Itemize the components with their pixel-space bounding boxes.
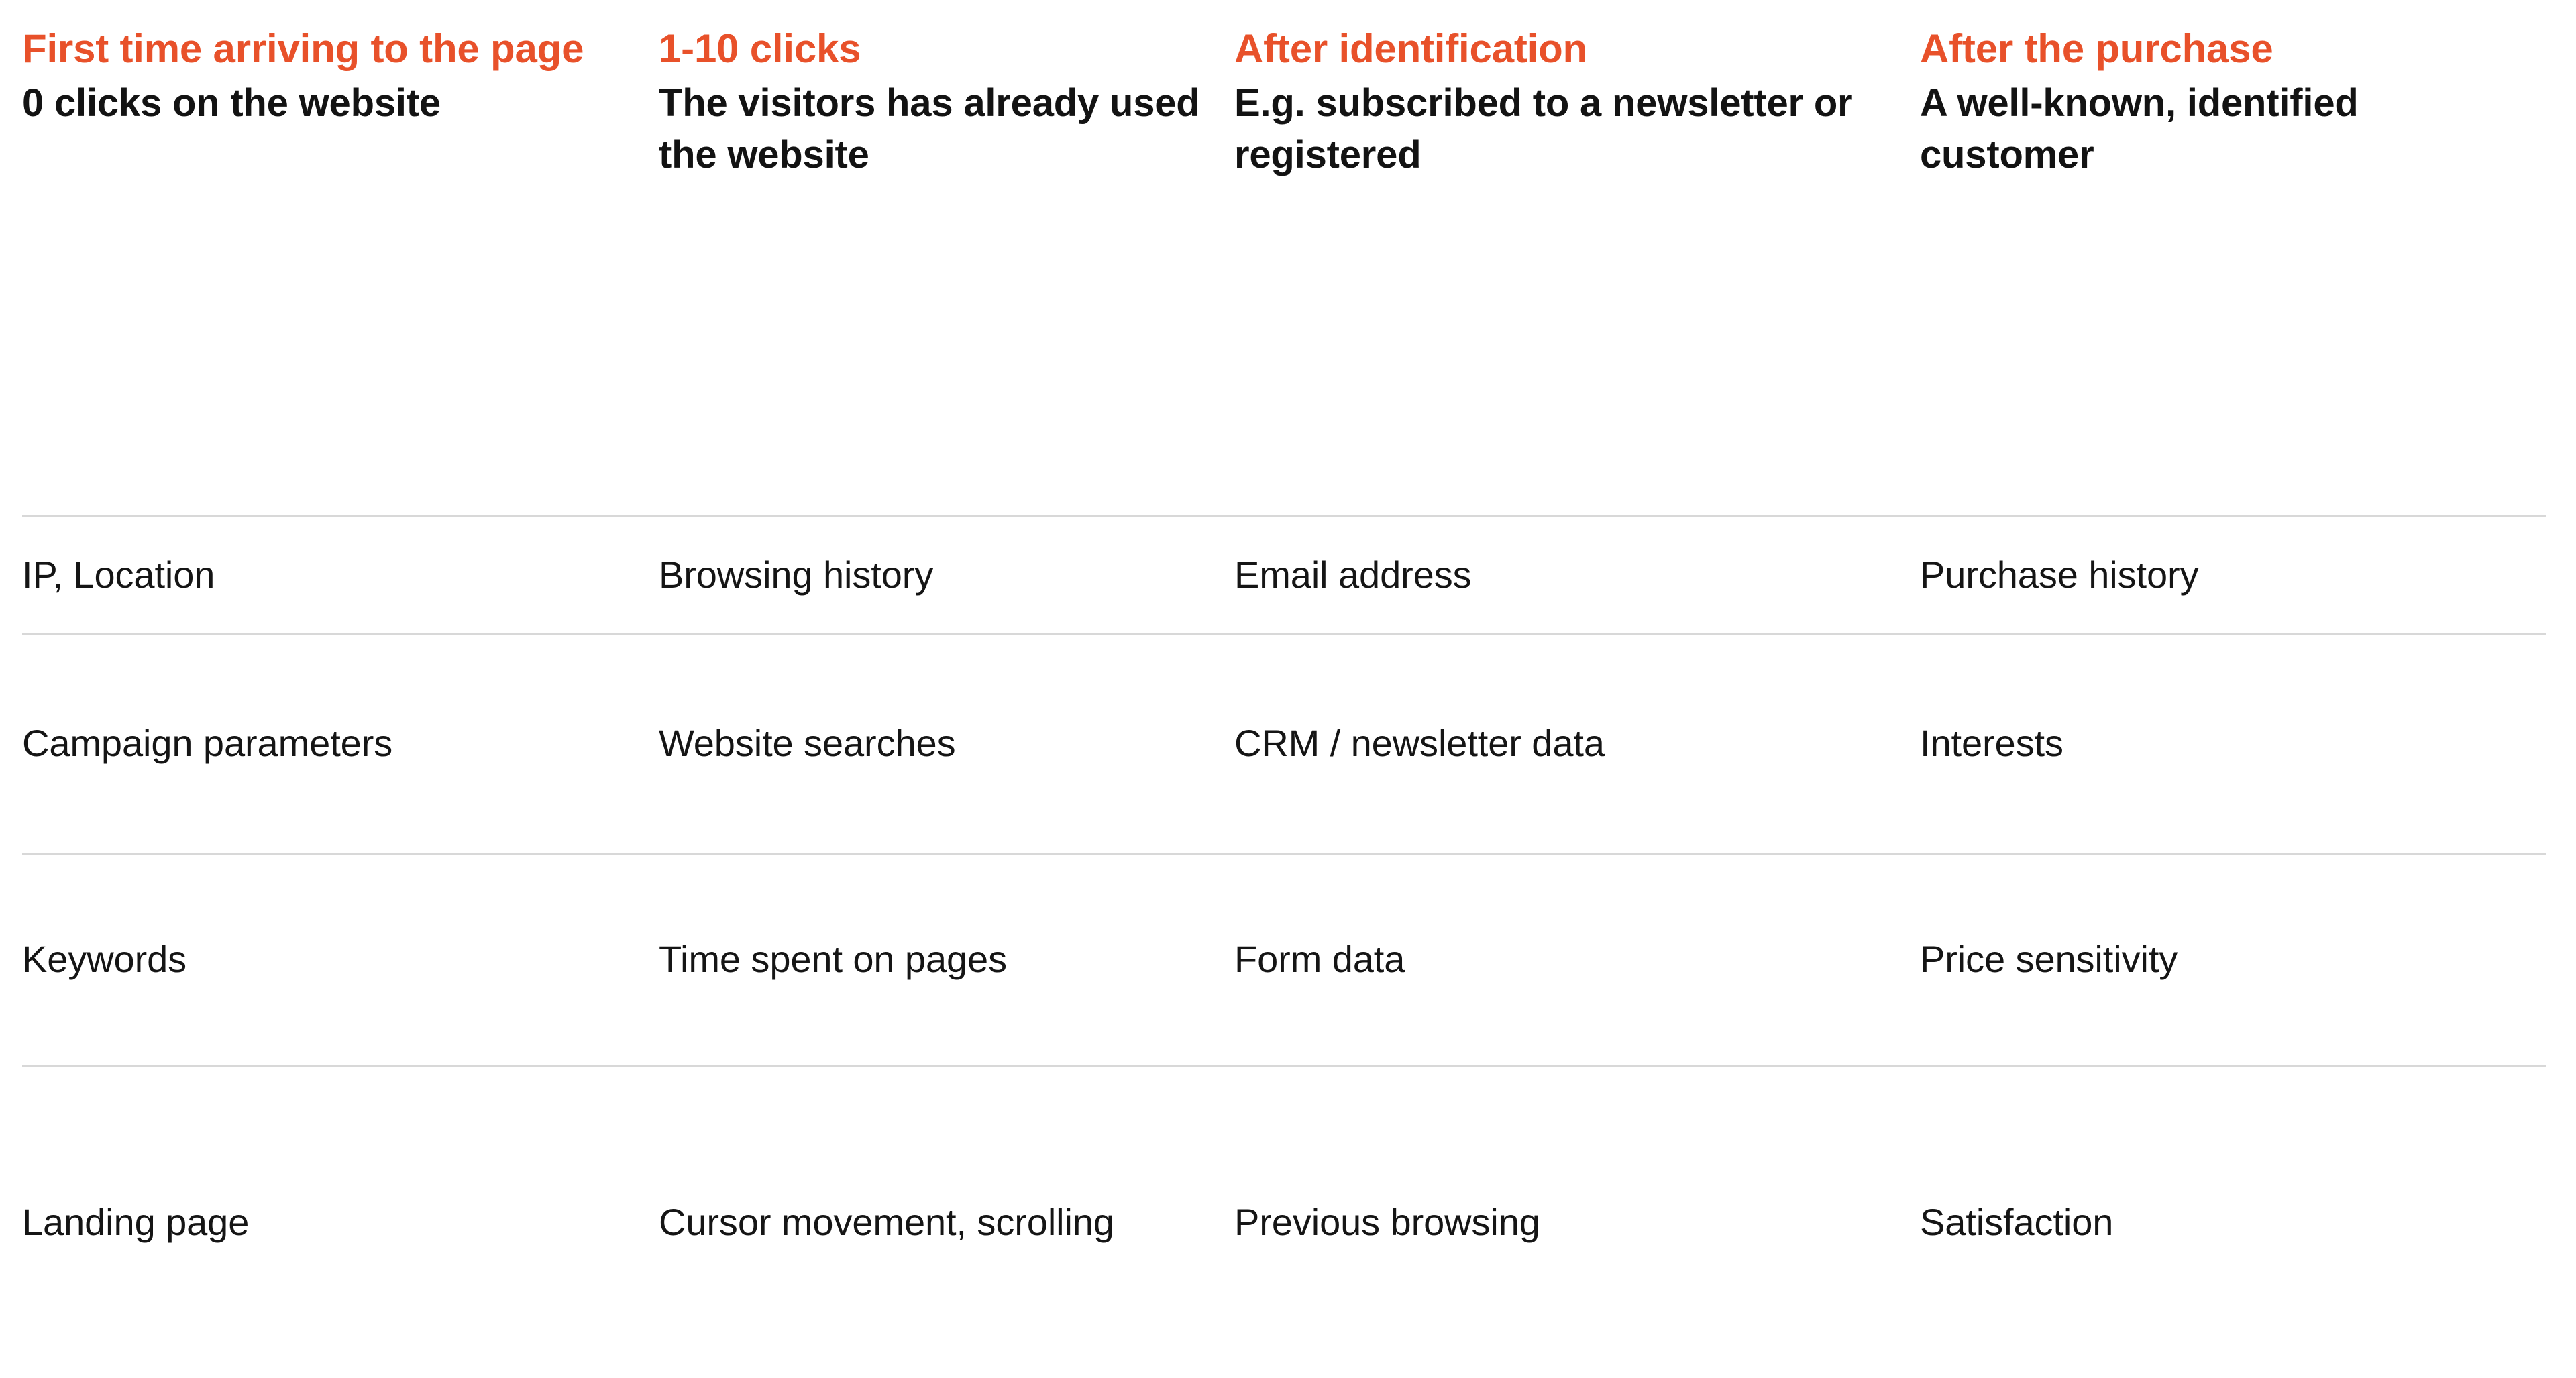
table-cell: Email address: [1234, 516, 1920, 635]
table-cell: Time spent on pages: [659, 853, 1234, 1067]
cell-text: IP, Location: [22, 553, 215, 596]
cell-text: Campaign parameters: [22, 722, 393, 765]
table-row: Landing page Cursor movement, scrolling …: [22, 1066, 2546, 1378]
column-header-inner: First time arriving to the page 0 clicks…: [22, 0, 632, 129]
table-cell: IP, Location: [22, 516, 659, 635]
cell-text: Purchase history: [1920, 553, 2199, 596]
table-header-row: First time arriving to the page 0 clicks…: [22, 0, 2546, 517]
table-cell: Purchase history: [1920, 516, 2546, 635]
table-cell: Keywords: [22, 853, 659, 1067]
table-cell: Cursor movement, scrolling: [659, 1066, 1234, 1378]
table-cell: Campaign parameters: [22, 634, 659, 855]
cell-text: Interests: [1920, 722, 2063, 765]
table-cell: Price sensitivity: [1920, 853, 2546, 1067]
cell-text: Cursor movement, scrolling: [659, 1200, 1114, 1243]
table-header: First time arriving to the page 0 clicks…: [22, 0, 2546, 517]
table-cell: CRM / newsletter data: [1234, 634, 1920, 855]
column-header-inner: After the purchase A well-known, identif…: [1920, 0, 2519, 180]
visitor-data-table: First time arriving to the page 0 clicks…: [22, 0, 2546, 1378]
cell-text: Price sensitivity: [1920, 938, 2178, 981]
column-stage-label: First time arriving to the page: [22, 26, 584, 71]
cell-text: CRM / newsletter data: [1234, 722, 1605, 765]
column-stage-label: 1-10 clicks: [659, 26, 861, 71]
column-header-inner: After identification E.g. subscribed to …: [1234, 0, 1893, 180]
cell-text: Email address: [1234, 553, 1472, 596]
column-description: The visitors has already used the websit…: [659, 81, 1200, 177]
column-header-after-identification: After identification E.g. subscribed to …: [1234, 0, 1920, 517]
column-header-first-time: First time arriving to the page 0 clicks…: [22, 0, 659, 517]
table-cell: Interests: [1920, 634, 2546, 855]
cell-text: Time spent on pages: [659, 938, 1007, 981]
column-description: 0 clicks on the website: [22, 81, 441, 125]
column-stage-label: After the purchase: [1920, 26, 2273, 71]
table-cell: Form data: [1234, 853, 1920, 1067]
cell-text: Satisfaction: [1920, 1200, 2114, 1243]
column-description: A well-known, identified customer: [1920, 81, 2359, 177]
table-cell: Browsing history: [659, 516, 1234, 635]
table-body: IP, Location Browsing history Email addr…: [22, 516, 2546, 1378]
column-header-after-the-purchase: After the purchase A well-known, identif…: [1920, 0, 2546, 517]
column-stage-label: After identification: [1234, 26, 1588, 71]
table-cell: Previous browsing: [1234, 1066, 1920, 1378]
cell-text: Form data: [1234, 938, 1405, 981]
table-row: Campaign parameters Website searches CRM…: [22, 634, 2546, 855]
cell-text: Website searches: [659, 722, 956, 765]
table-row: Keywords Time spent on pages Form data P…: [22, 853, 2546, 1067]
cell-text: Keywords: [22, 938, 187, 981]
cell-text: Browsing history: [659, 553, 934, 596]
column-header-1-10-clicks: 1-10 clicks The visitors has already use…: [659, 0, 1234, 517]
cell-text: Previous browsing: [1234, 1200, 1540, 1243]
cell-text: Landing page: [22, 1200, 250, 1243]
table-cell: Website searches: [659, 634, 1234, 855]
table-row: IP, Location Browsing history Email addr…: [22, 516, 2546, 635]
column-description: E.g. subscribed to a newsletter or regis…: [1234, 81, 1853, 177]
table-cell: Satisfaction: [1920, 1066, 2546, 1378]
table-cell: Landing page: [22, 1066, 659, 1378]
column-header-inner: 1-10 clicks The visitors has already use…: [659, 0, 1208, 180]
